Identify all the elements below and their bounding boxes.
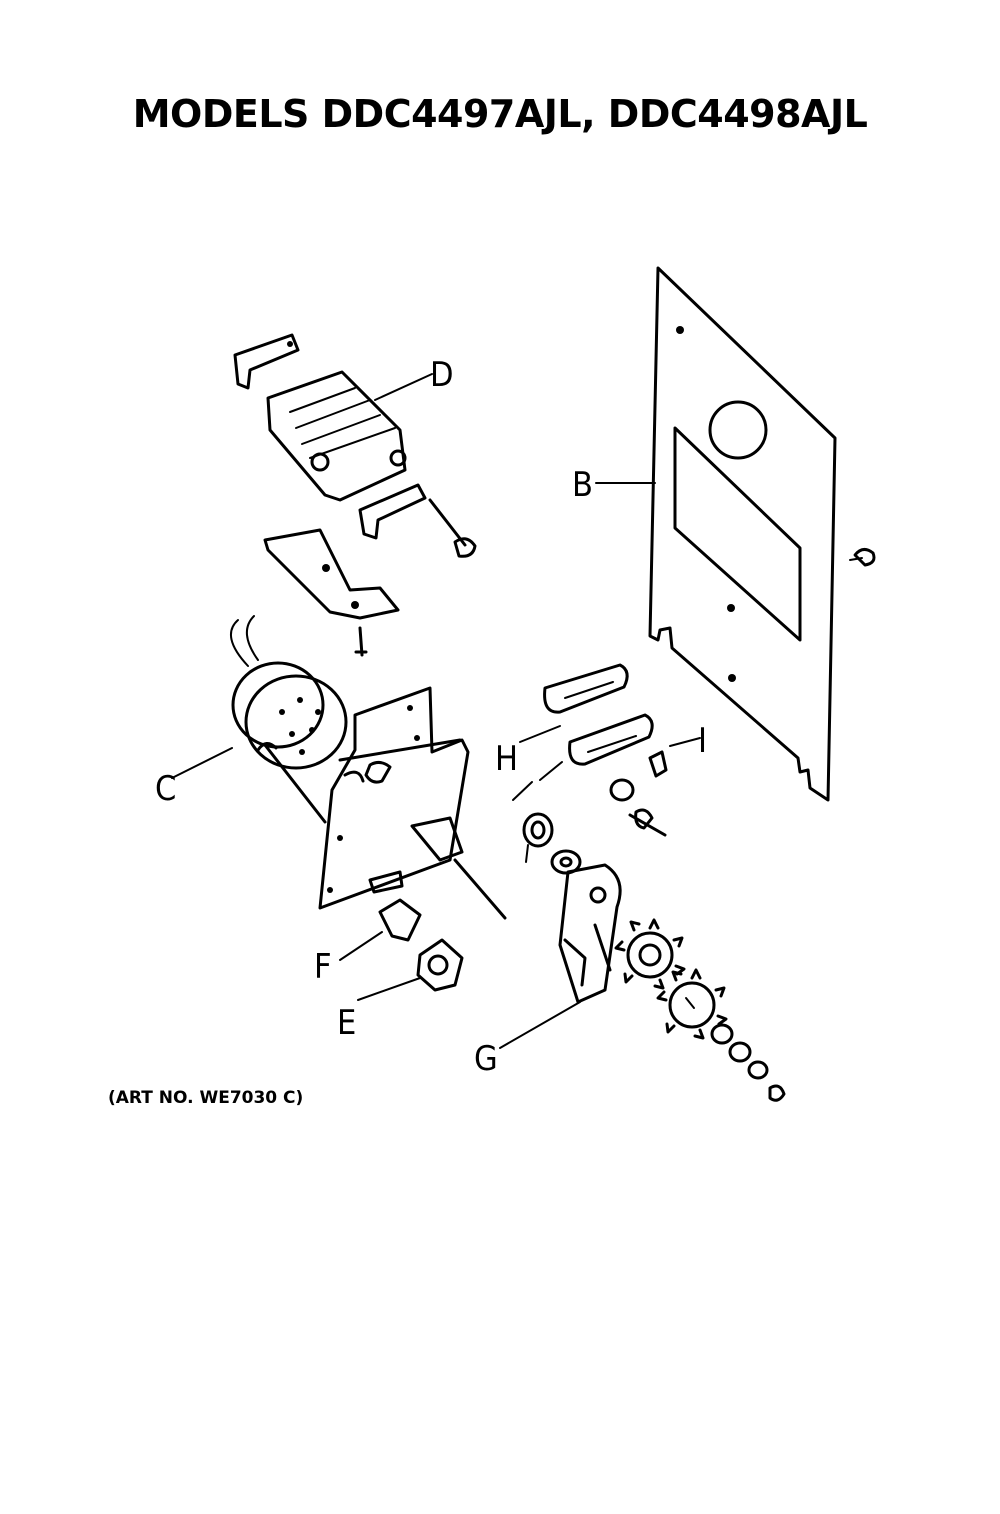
art-number: (ART NO. WE7030 C) xyxy=(108,1088,304,1108)
label-d: D xyxy=(430,355,454,395)
label-e: E xyxy=(337,1003,356,1043)
label-c: C xyxy=(155,769,176,809)
label-h: H xyxy=(495,739,518,779)
part-e-switch xyxy=(416,938,464,992)
main-bracket xyxy=(318,686,507,920)
label-i: I xyxy=(698,721,707,761)
label-g: G xyxy=(474,1039,498,1079)
part-d-relay xyxy=(233,333,477,558)
switch-bracket xyxy=(263,528,400,657)
label-b: B xyxy=(572,465,593,505)
cam-links xyxy=(543,663,668,837)
part-c-motor xyxy=(229,615,348,824)
part-f-clip xyxy=(378,898,422,942)
label-f: F xyxy=(314,947,332,987)
part-h-spring xyxy=(512,761,582,875)
gears xyxy=(614,918,786,1102)
part-b-plate xyxy=(648,266,876,802)
page-title: MODELS DDC4497AJL, DDC4498AJL xyxy=(132,92,868,136)
leader-lines xyxy=(171,373,701,1049)
part-g-cam-bracket xyxy=(558,863,622,1004)
